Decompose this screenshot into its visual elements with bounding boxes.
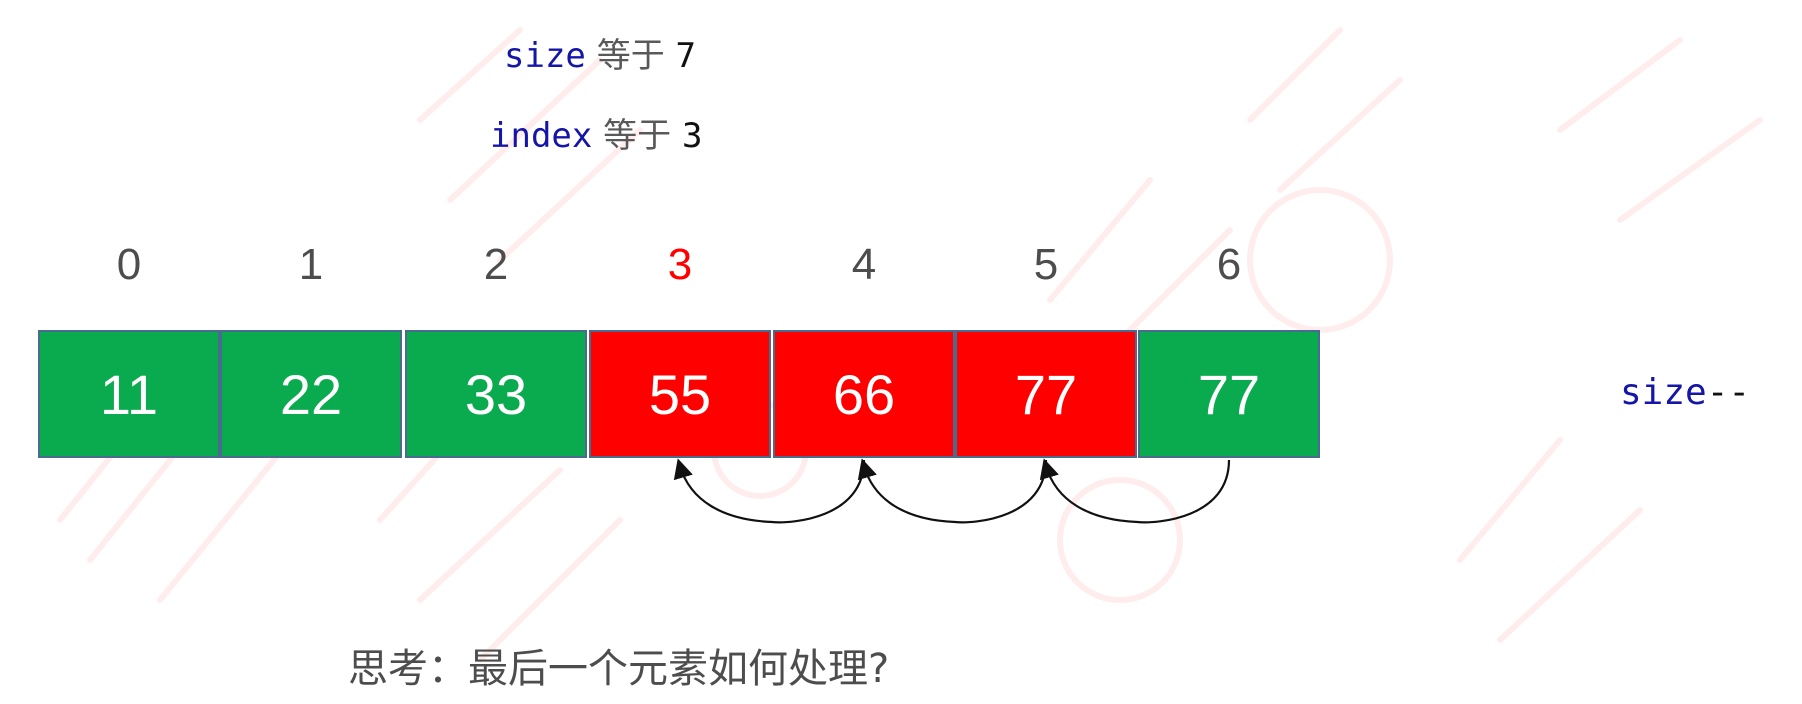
array-index-4: 4 <box>851 240 877 289</box>
array-index-1: 1 <box>298 240 324 289</box>
array-cell-2: 33 <box>405 330 587 458</box>
array-cell-5: 77 <box>955 330 1137 458</box>
array-index-0: 0 <box>116 240 142 289</box>
question-text: 思考：最后一个元素如何处理? <box>348 646 890 692</box>
index-verb: 等于 <box>603 116 672 156</box>
size-verb: 等于 <box>596 36 665 76</box>
size-keyword: size <box>504 36 586 76</box>
shift-arrow-4-to-3 <box>673 458 866 524</box>
size-decrement-keyword: size <box>1620 372 1707 413</box>
index-line: index 等于 3 <box>490 108 702 157</box>
array-cell-0: 11 <box>38 330 220 458</box>
size-line: size 等于 7 <box>504 28 696 77</box>
array-cell-1: 22 <box>220 330 402 458</box>
size-value: 7 <box>675 36 696 76</box>
size-decrement-operator: -- <box>1706 372 1751 413</box>
array-cell-4: 66 <box>773 330 955 458</box>
index-value: 3 <box>681 116 703 156</box>
shift-arrow-5-to-4 <box>857 458 1048 524</box>
array-cell-6: 77 <box>1138 330 1320 458</box>
size-decrement: size-- <box>1620 372 1750 413</box>
array-index-6: 6 <box>1216 240 1242 289</box>
array-index-2: 2 <box>483 240 509 289</box>
shift-arrow-6-to-5 <box>1039 458 1231 524</box>
index-keyword: index <box>490 116 593 156</box>
array-index-3: 3 <box>667 240 693 289</box>
array-cell-3: 55 <box>589 330 771 458</box>
array-index-5: 5 <box>1033 240 1059 289</box>
